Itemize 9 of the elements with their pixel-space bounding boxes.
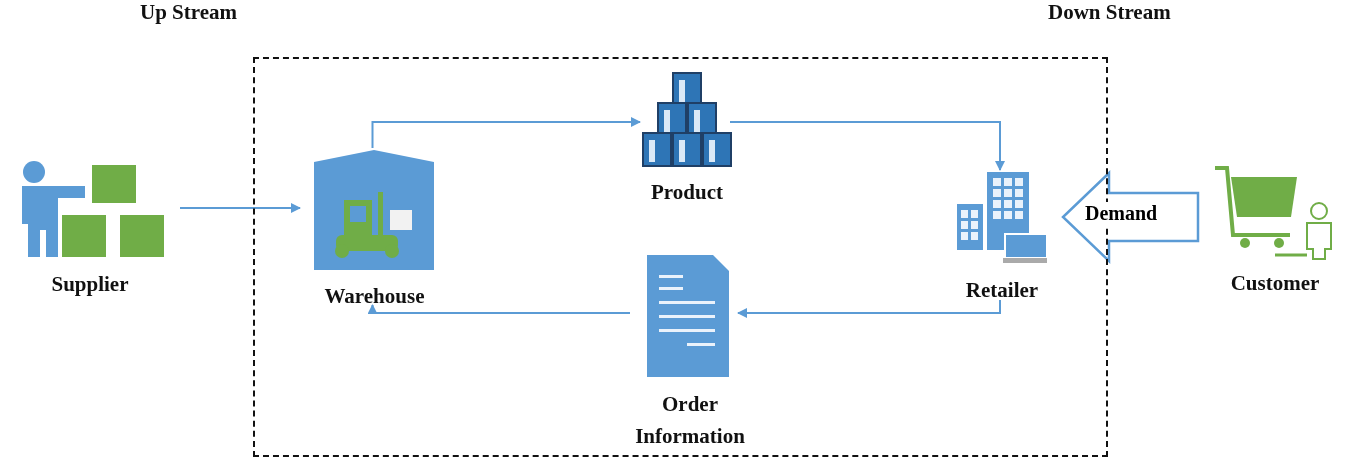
stream-label: Down Stream	[1048, 0, 1171, 25]
node-label: Order Information	[634, 391, 746, 450]
edge-label: Demand	[1083, 202, 1160, 225]
node-label: Retailer	[964, 277, 1040, 304]
node-label: Warehouse	[323, 283, 426, 310]
stream-label: Up Stream	[140, 0, 238, 25]
node-label: Product	[650, 179, 724, 206]
node-label: Customer	[1229, 270, 1321, 297]
node-label: Supplier	[50, 271, 130, 298]
